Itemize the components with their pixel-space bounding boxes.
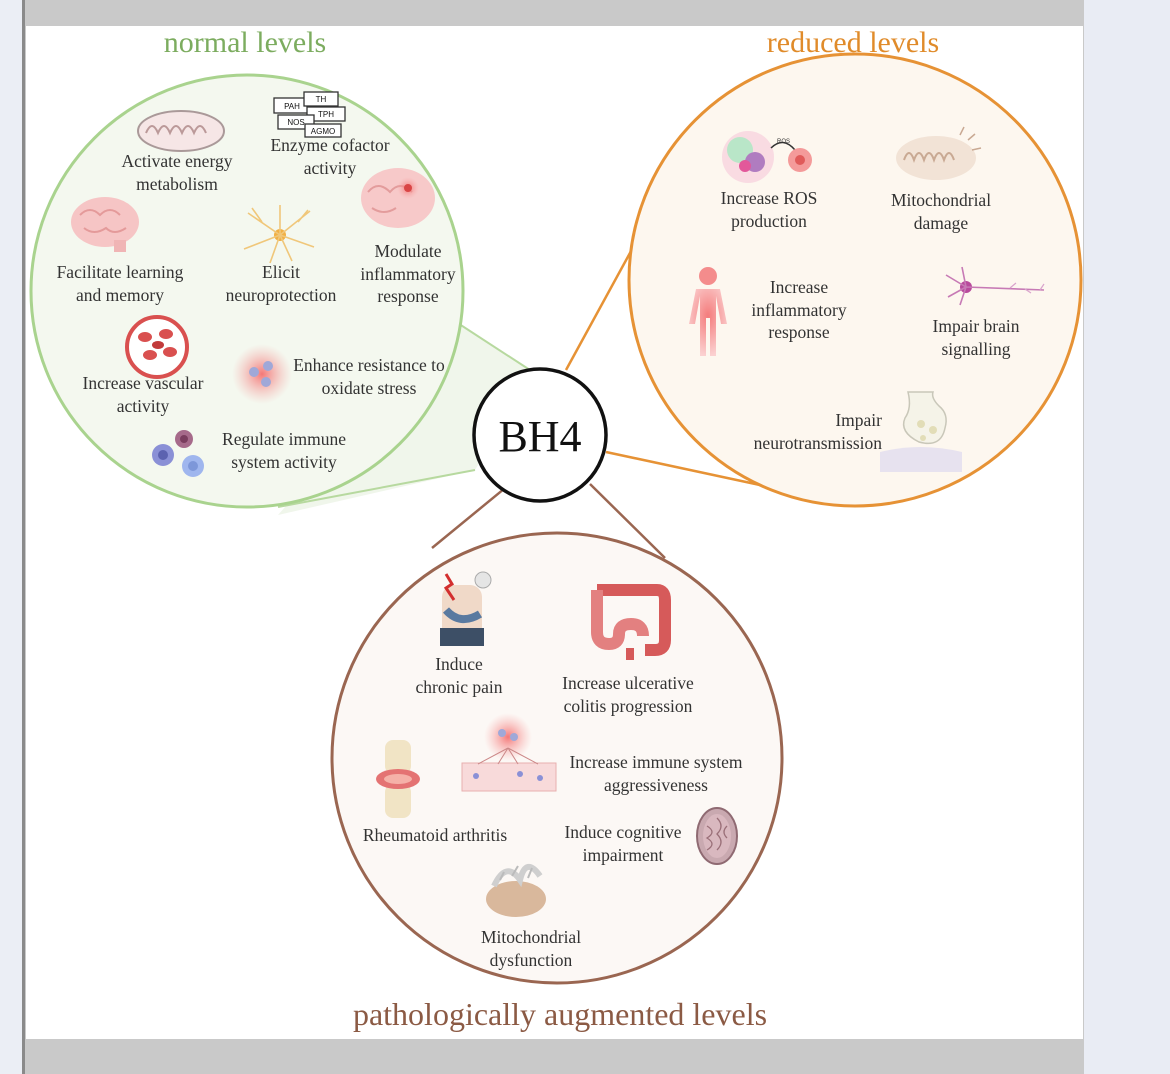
- label-elicit-neuroprotection: Elicit neuroprotection: [225, 262, 337, 305]
- label-activate-energy: Activate energy metabolism: [121, 151, 233, 194]
- human-body-icon: [689, 267, 727, 356]
- inflamed-brain-icon: [361, 168, 435, 228]
- brain-icon: [71, 197, 139, 252]
- pathological-connector-left: [431, 483, 511, 549]
- label-mitochondrial-damage: Mitochondrial damage: [890, 190, 992, 233]
- arthritis-knee-icon: [376, 740, 420, 818]
- label-facilitate-learning: Facilitate learning and memory: [56, 262, 184, 305]
- svg-text:TH: TH: [316, 95, 327, 104]
- label-induce-chronic-pain: Induce chronic pain: [415, 654, 503, 697]
- normal-levels-circle: [29, 73, 465, 509]
- red-blood-cells-icon: [125, 315, 189, 379]
- label-increase-vascular: Increase vascular activity: [82, 373, 204, 416]
- astrocyte-icon: [243, 205, 315, 264]
- ros-cells-icon: ROS: [722, 131, 812, 183]
- immune-cells-icon: [152, 430, 204, 477]
- bh4-label: BH4: [498, 412, 581, 461]
- label-modulate-inflammatory: Modulate inflammatory response: [360, 241, 456, 306]
- label-rheumatoid-arthritis: Rheumatoid arthritis: [362, 825, 508, 845]
- svg-text:PAH: PAH: [284, 102, 300, 111]
- label-increase-inflammatory: Increase inflammatory response: [751, 277, 847, 342]
- normal-levels-title: normal levels: [163, 26, 327, 59]
- mitochondrion-icon: [137, 110, 225, 152]
- label-regulate-immune: Regulate immune system activity: [222, 429, 346, 472]
- label-enhance-resistance: Enhance resistance to oxidate stress: [293, 355, 445, 398]
- frame-border: [22, 0, 25, 1074]
- reduced-levels-title: reduced levels: [766, 26, 940, 59]
- label-impair-brain: Impair brain signalling: [932, 316, 1020, 359]
- side-panel: [1084, 0, 1170, 1074]
- synapse-icon: [880, 391, 962, 472]
- svg-text:AGMO: AGMO: [311, 127, 335, 136]
- svg-text:ROS: ROS: [777, 139, 790, 145]
- label-cognitive-impairment: Induce cognitive impairment: [564, 822, 682, 865]
- svg-text:TPH: TPH: [318, 110, 334, 119]
- neuron-icon: [945, 266, 1045, 306]
- normal-connector-bottom: [277, 469, 476, 508]
- normal-connector-top: [449, 317, 534, 373]
- pathological-levels-title: pathologically augmented levels: [352, 996, 768, 1032]
- chronic-pain-icon: [440, 571, 492, 646]
- brain-section-icon: [696, 807, 738, 865]
- label-ulcerative-colitis: Increase ulcerative colitis progression: [562, 673, 694, 716]
- reduced-connector-bottom: [605, 450, 761, 487]
- label-immune-aggressiveness: Increase immune system aggressiveness: [569, 752, 743, 795]
- damaged-mitochondrion-icon: [896, 126, 982, 180]
- bh4-circle: [472, 367, 608, 503]
- label-increase-ros: Increase ROS production: [720, 188, 818, 231]
- pathological-connector-right: [589, 483, 666, 559]
- enzyme-tags-icon: PAH TH TPH NOS AGMO: [273, 91, 346, 138]
- colon-icon: [591, 584, 671, 660]
- label-mitochondrial-dysfunction: Mitochondrial dysfunction: [480, 927, 582, 970]
- oxidative-stress-icon: [232, 344, 292, 404]
- immune-aggressiveness-icon: [461, 713, 557, 792]
- dysfunctional-mitochondrion-icon: [486, 864, 546, 917]
- label-enzyme-cofactor: Enzyme cofactor activity: [270, 135, 390, 178]
- label-impair-neurotransmission: Impair neurotransmission: [753, 410, 882, 453]
- svg-text:NOS: NOS: [287, 118, 304, 127]
